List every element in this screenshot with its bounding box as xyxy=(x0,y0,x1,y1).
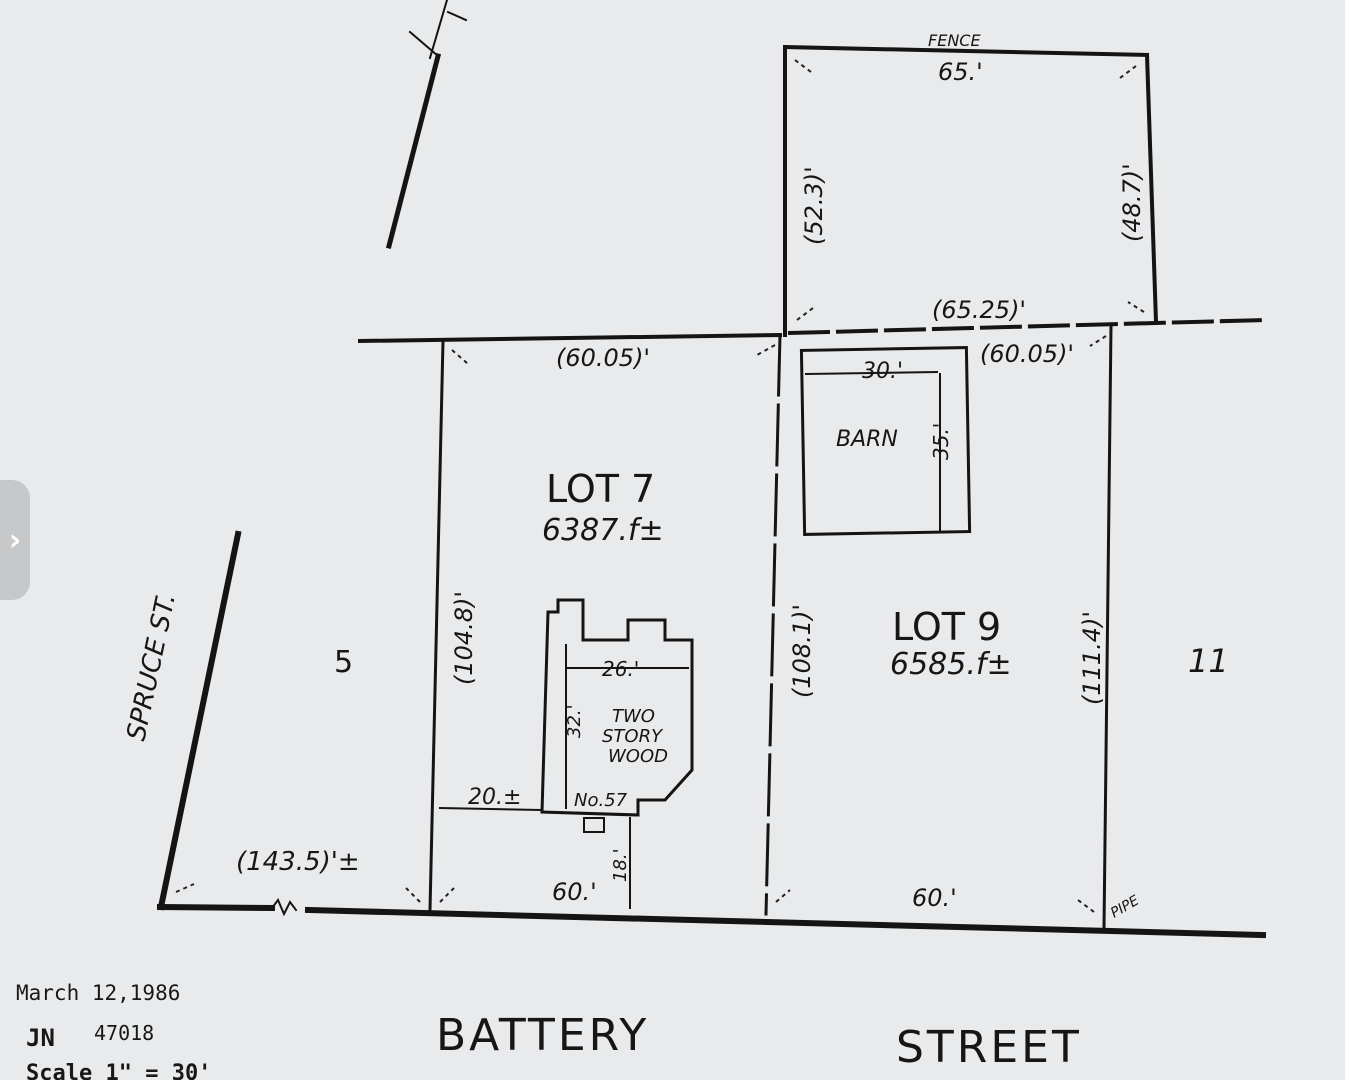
lot-5-label: 5 xyxy=(334,645,353,680)
back-line-dimension: (65.25)' xyxy=(932,296,1026,324)
barn-depth: 35.' xyxy=(929,423,953,460)
lot7-area: 6387.f± xyxy=(542,513,664,548)
battery-label: BATTERY xyxy=(436,1010,649,1061)
barn-outline xyxy=(799,346,972,536)
spruce-distance: (143.5)'± xyxy=(236,847,360,877)
job-number-label: JN xyxy=(26,1024,55,1052)
house-outline xyxy=(540,598,694,817)
house-label-line-1: TWO xyxy=(612,706,655,727)
lot9-name: LOT 9 xyxy=(892,605,1001,649)
pipe-label: PIPE xyxy=(1108,893,1142,922)
barn-width: 30.' xyxy=(862,359,903,384)
next-image-button[interactable]: › xyxy=(0,480,30,600)
side-setback: 20.± xyxy=(468,785,521,810)
house-depth: 32.' xyxy=(564,704,585,738)
house-label-line-2: STORY xyxy=(602,726,664,747)
lot7-front-dimension: 60.' xyxy=(552,878,597,906)
lot7-name: LOT 7 xyxy=(546,467,655,511)
barn-label: BARN xyxy=(836,427,898,452)
lot9-right-dimension: (111.4)' xyxy=(1078,611,1106,705)
lot9-front-dimension: 60.' xyxy=(912,884,957,912)
lot7-top-dimension: (60.05)' xyxy=(556,344,650,372)
fence-label: FENCE xyxy=(928,31,981,50)
fence-dimension: 65.' xyxy=(938,58,983,86)
job-number: 47018 xyxy=(94,1021,154,1045)
front-setback: 18.' xyxy=(610,848,631,882)
scale-note: Scale 1" = 30' xyxy=(26,1061,211,1080)
boundary-lines xyxy=(156,0,1268,939)
spruce-street-label: SPRUCE ST. xyxy=(122,591,182,744)
lot7-left-dimension: (104.8)' xyxy=(450,591,478,685)
left-back-dimension: (52.3)' xyxy=(800,166,828,245)
house-label-line-3: WOOD xyxy=(608,746,668,767)
chevron-right-icon: › xyxy=(8,522,22,558)
lot9-area: 6585.f± xyxy=(890,647,1012,682)
lot9-top-dimension: (60.05)' xyxy=(980,340,1074,368)
lot7-right-dimension: (108.1)' xyxy=(788,604,816,698)
right-back-dimension: (48.7)' xyxy=(1118,163,1146,242)
lot-11-label: 11 xyxy=(1188,642,1229,680)
corner-markers xyxy=(175,59,1145,913)
house-number: No.57 xyxy=(574,790,628,811)
survey-date: March 12,1986 xyxy=(16,981,180,1005)
house-width: 26.' xyxy=(602,657,639,681)
street-label: STREET xyxy=(896,1022,1082,1073)
